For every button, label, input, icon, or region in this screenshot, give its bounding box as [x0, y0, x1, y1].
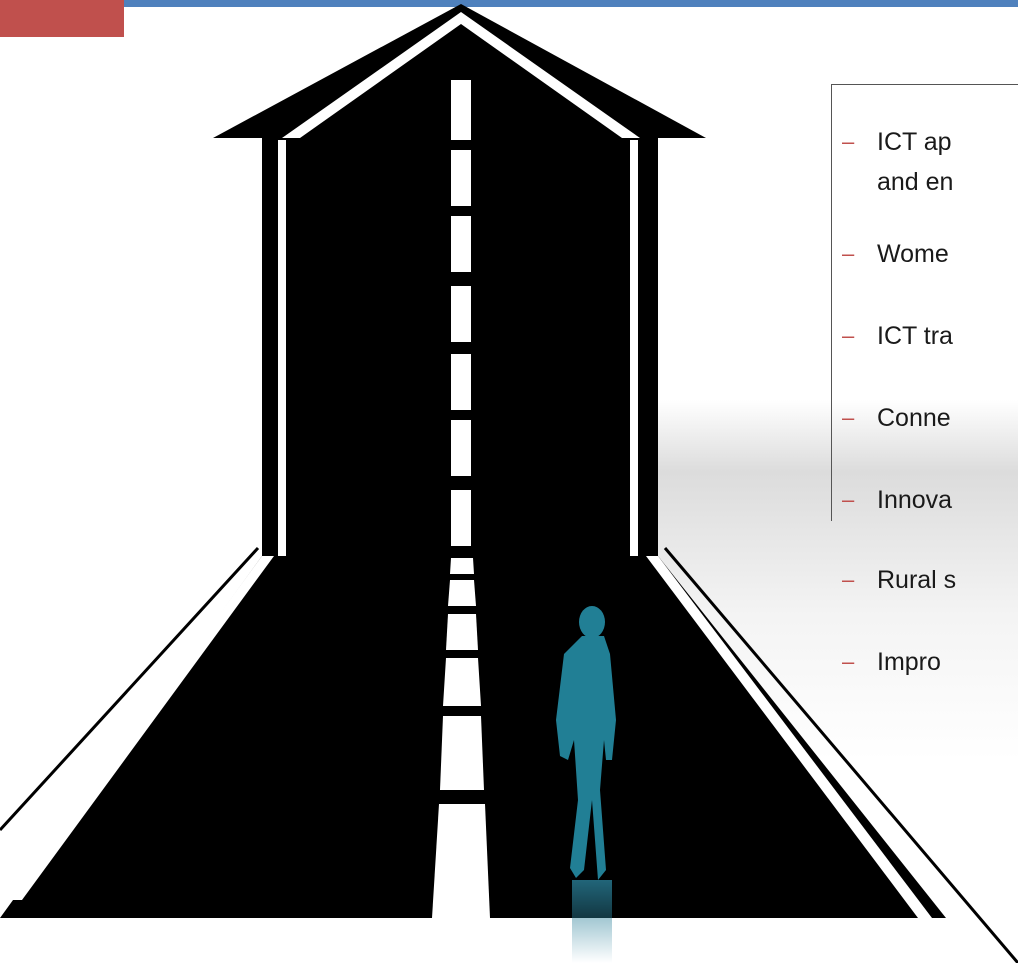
bullet-dash: – [842, 649, 855, 674]
bullet-item: – ICT ap and en [842, 122, 1018, 212]
bullet-item: – Impro [842, 642, 1018, 686]
walking-man-silhouette [556, 606, 616, 880]
bullet-text: Wome [877, 240, 949, 268]
road-edge-left [10, 556, 274, 900]
bullet-text: Impro [877, 648, 941, 676]
bullet-text: Innova [877, 486, 953, 514]
bullet-item: – ICT tra [842, 316, 1018, 360]
bullet-dash: – [842, 323, 855, 348]
bullet-item: – Rural s [842, 560, 1018, 604]
shaft-edge-left [278, 140, 286, 556]
bullet-text: ICT tra [877, 322, 953, 350]
bullet-dash: – [842, 129, 855, 154]
walker-reflection [572, 880, 612, 963]
callout-side-line [831, 84, 832, 521]
bullet-item: – Wome [842, 234, 1018, 278]
shaft-edge-right [630, 140, 638, 556]
bullet-dash: – [842, 487, 855, 512]
top-accent-bar [124, 0, 1018, 7]
bullet-item: – Conne [842, 398, 1018, 442]
bullet-dash: – [842, 405, 855, 430]
arrow-shaft [262, 138, 658, 556]
bullet-text: Conne [877, 404, 951, 432]
road-edge-right [646, 556, 932, 918]
corner-accent-block [0, 0, 124, 37]
lane-marks-upper [451, 80, 471, 546]
lane-marks-lower [432, 558, 490, 918]
bullet-dash: – [842, 241, 855, 266]
callout-top-line [831, 84, 1018, 85]
bullet-item: – Innova [842, 480, 1018, 524]
bullet-text: ICT ap and en [877, 128, 954, 196]
bullet-text: Rural s [877, 566, 957, 594]
road-outer-left [0, 546, 260, 832]
bullet-dash: – [842, 567, 855, 592]
road-outer-right [663, 547, 1018, 963]
